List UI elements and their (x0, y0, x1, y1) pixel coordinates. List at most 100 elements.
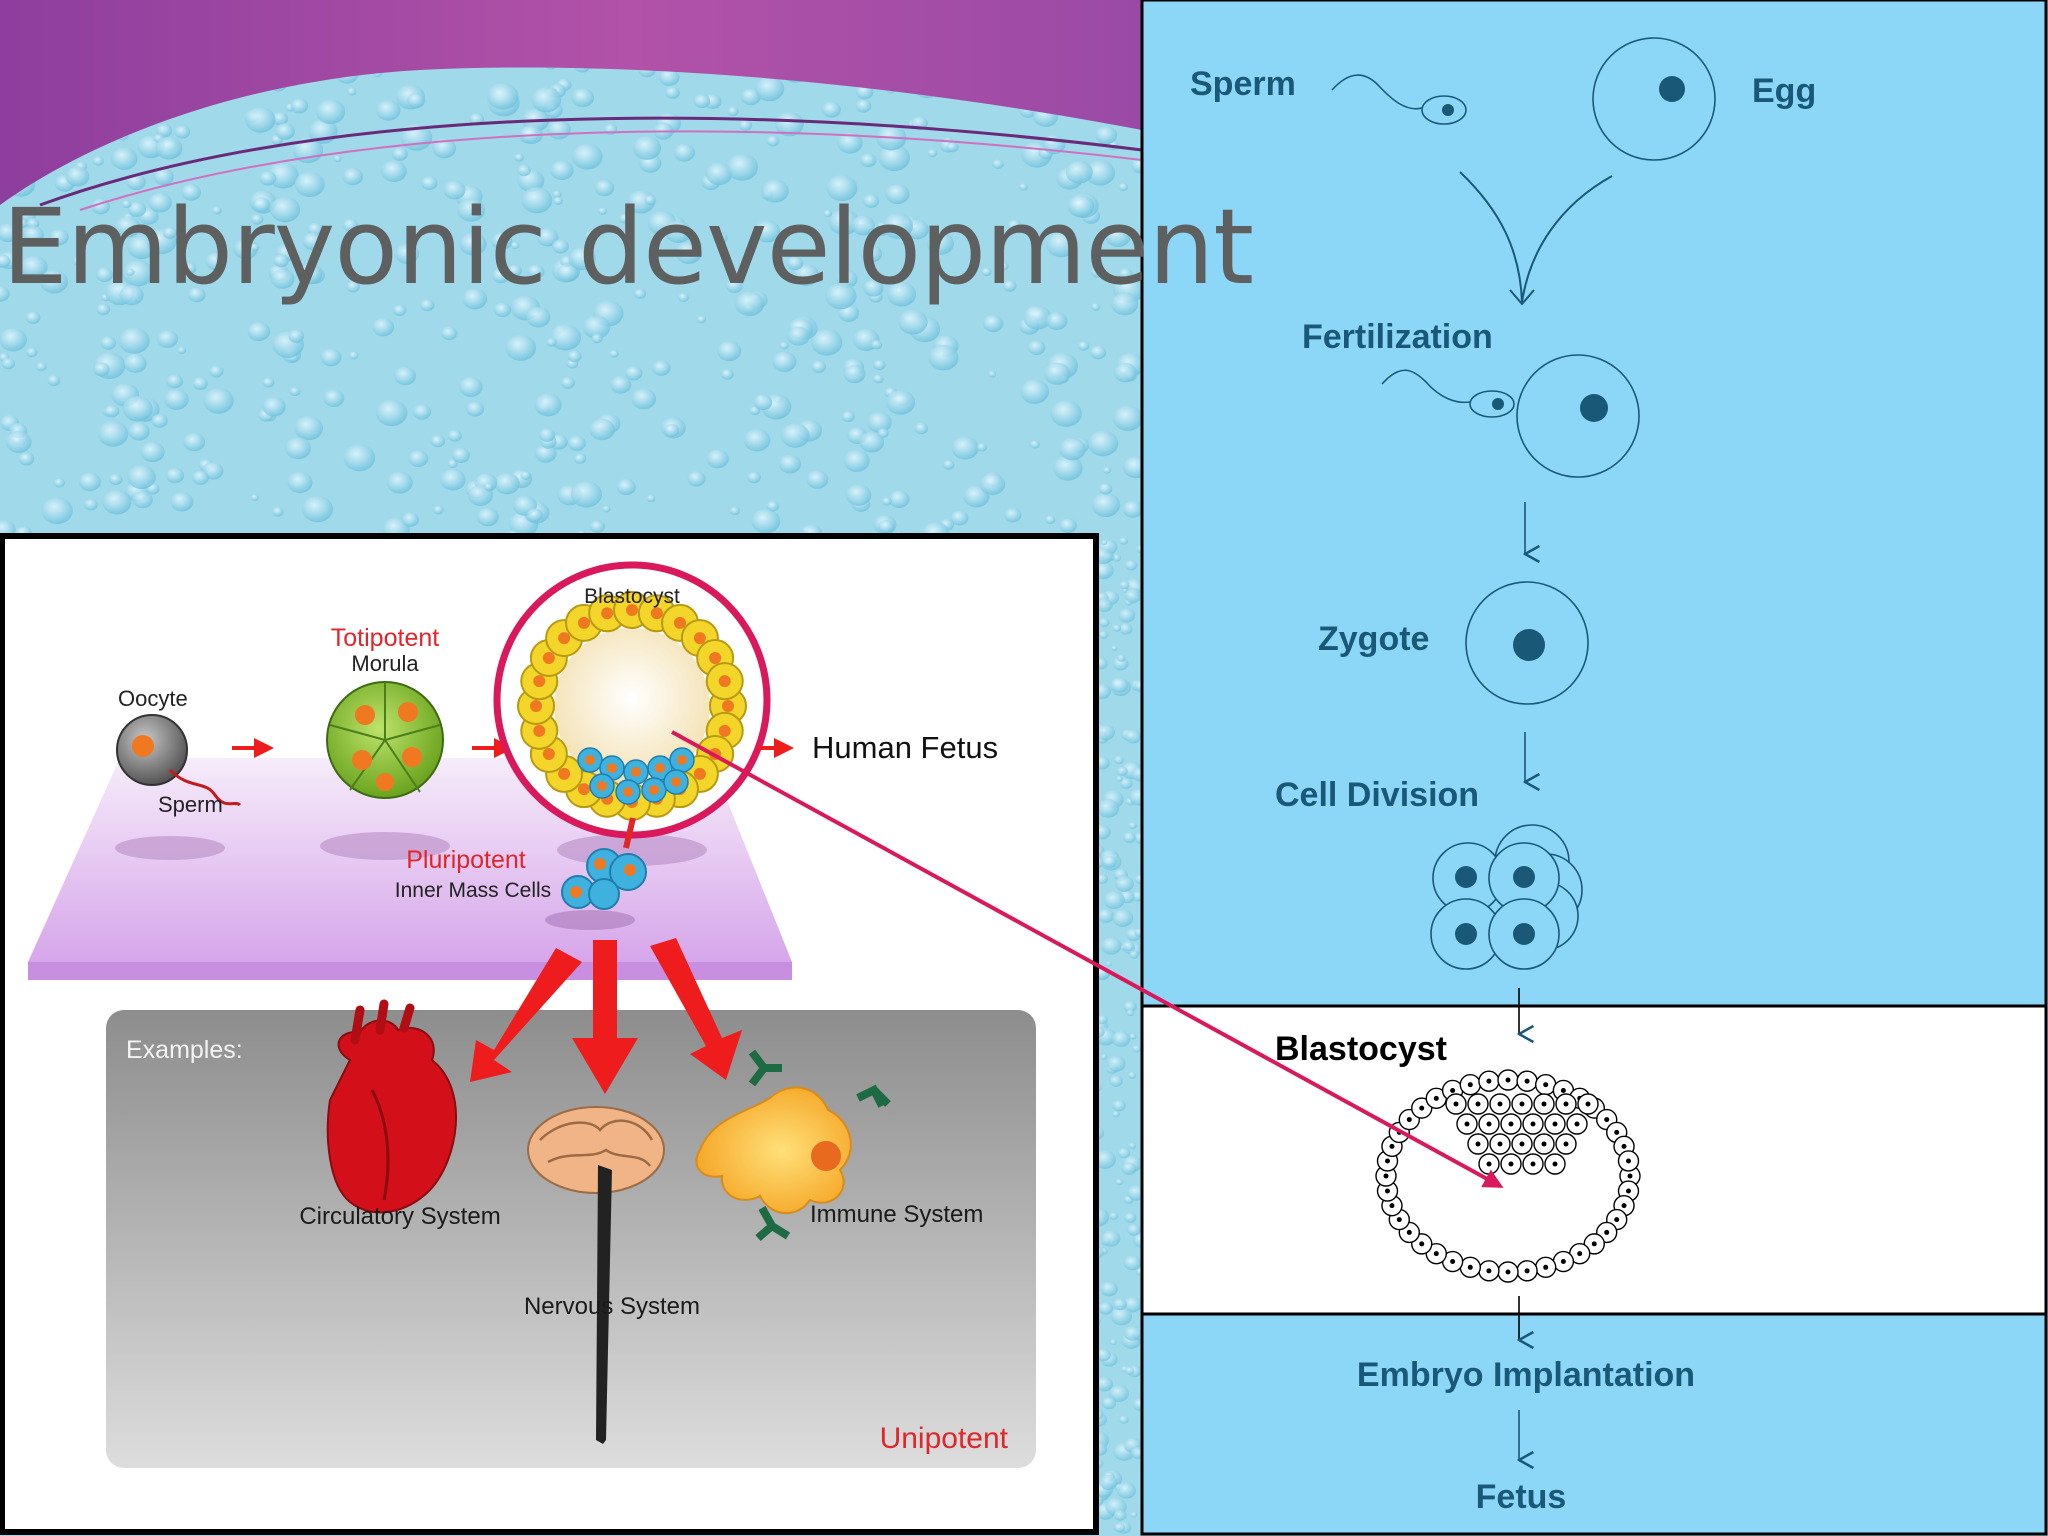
water-drop (1110, 645, 1118, 651)
water-drop (49, 228, 69, 246)
water-drop (706, 449, 729, 469)
fertilization-egg-nucleus (1580, 394, 1608, 422)
water-drop (47, 374, 61, 386)
water-drop (951, 436, 979, 460)
converge-arrowhead (1509, 289, 1535, 306)
water-drop (591, 333, 603, 344)
spinal-cord (596, 1165, 612, 1444)
inner-mass-nucleus (607, 763, 617, 773)
water-drop (1044, 362, 1071, 385)
water-drop (262, 396, 286, 417)
fertilization-sperm-nucleus (1492, 398, 1504, 410)
water-drop (552, 190, 562, 199)
inner-cell-dot (1563, 1101, 1569, 1107)
water-drop (870, 339, 883, 350)
water-drop (882, 213, 914, 239)
nervous-system-label: Nervous System (524, 1293, 700, 1320)
water-drop (119, 284, 144, 306)
water-drop (395, 243, 420, 264)
decorative-swoosh-line (39, 116, 1143, 207)
water-drop (275, 123, 295, 140)
water-drop (245, 107, 276, 133)
inner-cell-dot (1497, 1141, 1503, 1147)
water-drop (155, 136, 183, 160)
water-drop (1119, 537, 1129, 545)
water-drop (128, 422, 150, 441)
water-drop (631, 388, 657, 410)
water-drop (127, 464, 156, 490)
inner-mass-nucleus (677, 755, 687, 765)
blastocyst-cell-dot (1383, 1173, 1389, 1179)
water-drop (696, 315, 707, 324)
water-drop (693, 94, 711, 109)
water-drop (192, 377, 208, 390)
water-drop (1117, 1147, 1131, 1159)
water-drop (1100, 1281, 1118, 1297)
inner-cell-dot (1541, 1101, 1547, 1107)
water-drop (381, 160, 407, 183)
water-drop (556, 263, 579, 282)
water-drop (333, 155, 342, 163)
blastocyst-cell-dot (1560, 1259, 1566, 1265)
water-drop (164, 388, 189, 410)
totipotent-label: Totipotent (331, 624, 439, 652)
water-drop (779, 341, 789, 350)
trophoblast-nucleus (578, 616, 590, 629)
flow-panel-blastocyst (1140, 1004, 2048, 1316)
water-drop (132, 491, 153, 509)
water-drop (841, 410, 855, 423)
water-drop (349, 351, 359, 360)
water-drop (571, 88, 595, 108)
water-drop (632, 135, 662, 160)
inner-mass-nucleus (623, 787, 633, 797)
water-drop (100, 336, 117, 350)
water-drop (998, 262, 1009, 271)
water-drop (115, 216, 141, 238)
water-drop (250, 243, 260, 251)
immune-cell-icon (695, 1049, 891, 1242)
water-drop (786, 256, 804, 271)
water-drop (1091, 492, 1121, 518)
water-drop (1113, 1509, 1127, 1521)
water-drop (476, 507, 499, 527)
sperm-head-right (1421, 95, 1467, 125)
water-drop (375, 399, 408, 427)
water-drop (1027, 340, 1046, 356)
blastocyst-cell-dot (1560, 1087, 1566, 1093)
trophoblast-nucleus (558, 767, 571, 780)
water-drop (177, 346, 187, 354)
water-drop (1046, 231, 1077, 258)
water-drop (466, 401, 485, 417)
water-drop (18, 452, 35, 466)
water-drop (567, 435, 586, 451)
water-drop (1124, 588, 1142, 604)
water-drop (665, 86, 680, 99)
water-drop (873, 359, 886, 371)
water-drop (602, 505, 611, 513)
water-drop (1059, 518, 1077, 534)
water-drop (1123, 832, 1136, 843)
water-drop (860, 153, 877, 168)
water-drop (772, 351, 797, 372)
water-drop (514, 153, 525, 162)
blastocyst-cell-dot (1433, 1095, 1439, 1101)
water-drop (1090, 345, 1107, 360)
water-drop (775, 111, 804, 137)
water-drop (270, 196, 301, 223)
arrow-to-immune (650, 938, 742, 1080)
zygote-label: Zygote (1318, 620, 1429, 658)
water-drop (162, 226, 177, 239)
water-drop (1004, 507, 1022, 523)
water-drop (946, 141, 959, 153)
water-drop (507, 264, 522, 277)
inner-mass-nucleus (585, 755, 595, 765)
water-drop (1116, 654, 1126, 662)
water-drop (1127, 1224, 1141, 1236)
inner-cell-dot (1574, 1121, 1580, 1127)
water-drop (521, 187, 553, 214)
water-drop (988, 370, 997, 378)
morula-nucleus (355, 705, 375, 725)
water-drop (288, 329, 305, 343)
water-drop (754, 76, 785, 102)
inner-mass-nucleus (631, 767, 641, 777)
